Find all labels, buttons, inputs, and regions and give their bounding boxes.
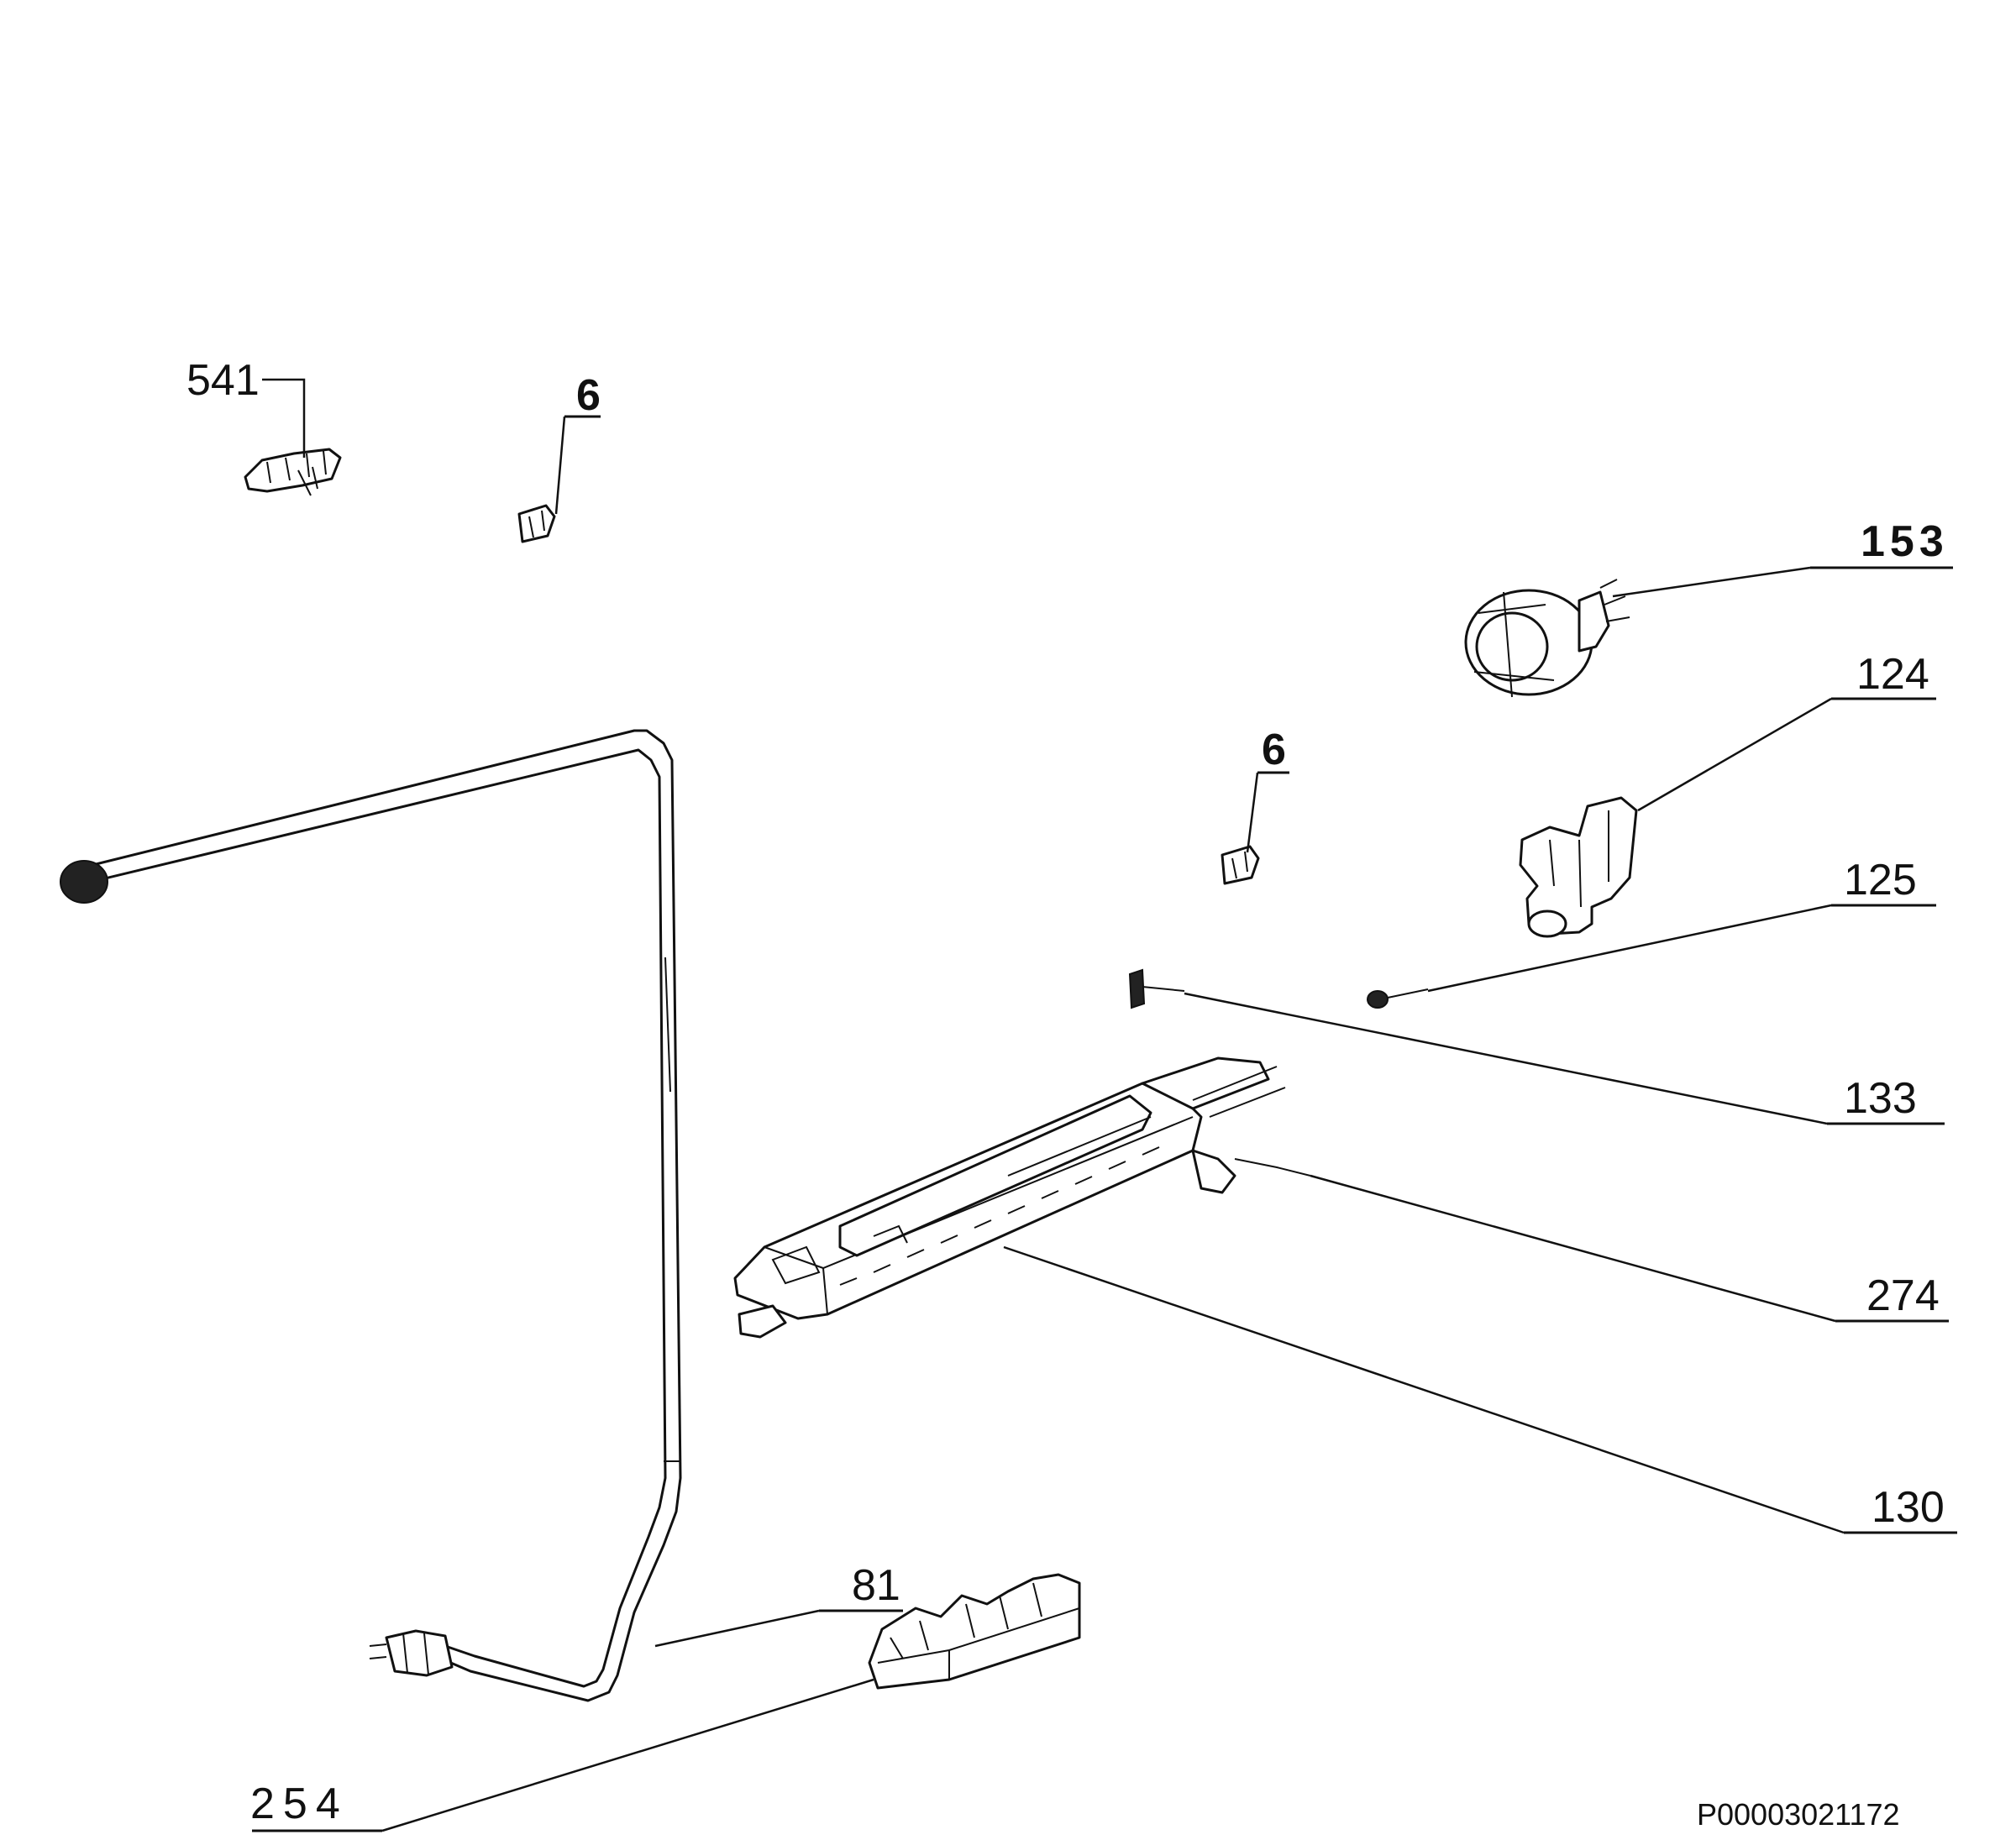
leader-6-upper xyxy=(554,415,601,515)
callout-6-middle: 6 xyxy=(1262,726,1291,774)
part-153-knob xyxy=(1464,579,1630,698)
part-125-screw xyxy=(1367,988,1429,1009)
callout-6-upper: 6 xyxy=(576,371,606,420)
callout-541: 541 xyxy=(186,356,260,405)
leader-541 xyxy=(262,378,306,458)
leader-254 xyxy=(252,1678,874,1832)
callout-254: 254 xyxy=(250,1780,349,1828)
part-541-clip xyxy=(244,448,342,496)
drawing-code: P00003021172 xyxy=(1697,1797,1900,1832)
leader-6-middle xyxy=(1246,771,1289,853)
callout-274: 274 xyxy=(1866,1271,1940,1320)
callout-124: 124 xyxy=(1856,650,1929,699)
leader-133 xyxy=(1184,992,1945,1125)
part-133-pin xyxy=(1128,968,1185,1009)
part-130-burner xyxy=(733,1056,1311,1339)
leader-153 xyxy=(1612,566,1953,598)
leader-125 xyxy=(1427,904,1936,993)
callout-130: 130 xyxy=(1872,1483,1945,1532)
part-6-clip-upper xyxy=(517,504,556,543)
callout-125: 125 xyxy=(1844,856,1917,904)
callout-133: 133 xyxy=(1844,1074,1917,1123)
leader-274 xyxy=(1310,1174,1949,1323)
callout-81: 81 xyxy=(852,1561,900,1610)
part-124-valve xyxy=(1519,796,1638,938)
part-6-clip-middle xyxy=(1221,845,1260,885)
part-81-connector xyxy=(868,1573,1081,1690)
leader-124 xyxy=(1637,697,1936,812)
gas-pipe xyxy=(60,729,682,1702)
callout-153: 153 xyxy=(1861,517,1949,566)
leader-81 xyxy=(654,1609,903,1648)
leader-130 xyxy=(1003,1245,1957,1534)
